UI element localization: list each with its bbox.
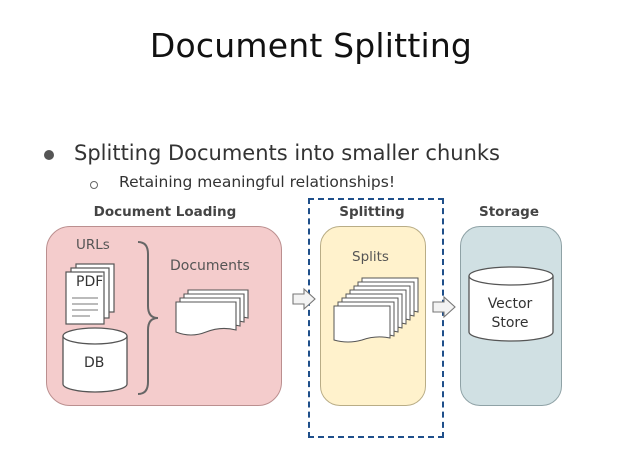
db-label: DB (84, 355, 105, 371)
vector-store-cylinder-icon (468, 266, 554, 342)
bullet-main: Splitting Documents into smaller chunks (74, 141, 500, 165)
store-label: Store (491, 315, 529, 331)
arrow-right-icon (432, 295, 456, 319)
section-label-document-loading: Document Loading (93, 204, 237, 220)
documents-label: Documents (170, 258, 250, 274)
database-cylinder-icon (62, 327, 128, 393)
splits-stack-icon (333, 277, 419, 343)
bullet-sub: Retaining meaningful relationships! (119, 173, 396, 191)
arrow-right-icon (292, 287, 316, 311)
curly-brace-icon (137, 241, 159, 395)
splits-label: Splits (352, 249, 389, 265)
pdf-document-icon (65, 263, 115, 325)
section-label-storage: Storage (478, 204, 540, 220)
bullet-dot (44, 150, 54, 160)
vector-label: Vector (487, 296, 533, 312)
documents-stack-icon (175, 289, 249, 336)
urls-label: URLs (76, 237, 110, 253)
splitting-highlight-frame (308, 198, 444, 438)
section-label-splitting: Splitting (339, 204, 405, 220)
slide-title: Document Splitting (149, 26, 473, 65)
pdf-label: PDF (76, 274, 104, 290)
sub-bullet-circle (90, 181, 98, 189)
